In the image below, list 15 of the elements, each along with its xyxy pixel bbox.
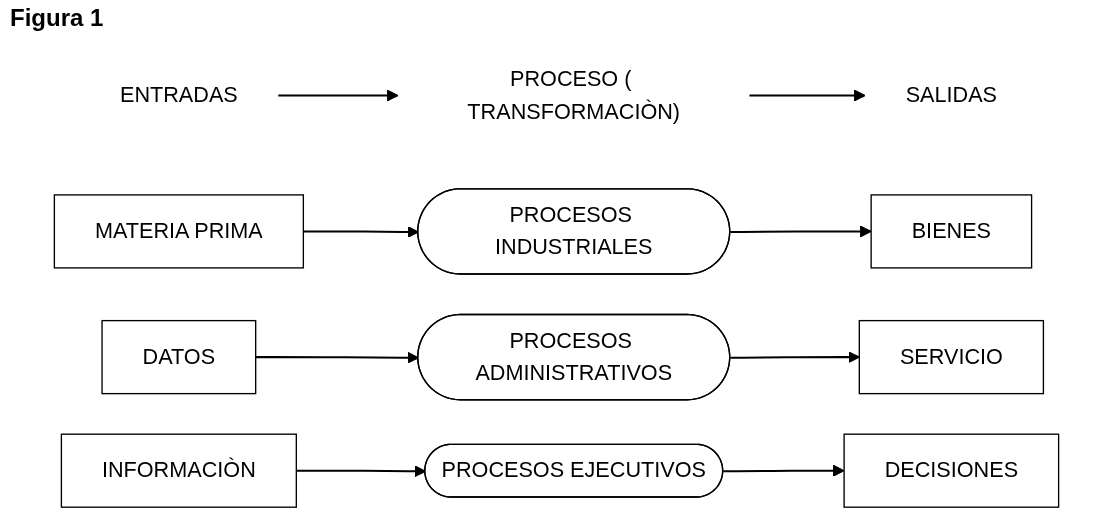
figure-title: Figura 1 [10, 4, 105, 32]
node-box: DATOS [101, 319, 257, 395]
node-box: MATERIA PRIMA [53, 194, 305, 269]
arrow [278, 89, 399, 102]
node-box: DECISIONES [843, 433, 1060, 508]
node-box: INFORMACIÒN [60, 433, 297, 508]
node-text: ENTRADAS [119, 83, 238, 107]
arrow [730, 225, 872, 238]
node-text: SALIDAS [905, 83, 998, 107]
arrow [723, 464, 845, 477]
node-box: SERVICIO [858, 319, 1045, 395]
arrow [749, 89, 866, 102]
arrow [730, 351, 860, 364]
node-box: BIENES [870, 194, 1033, 269]
node-text: PROCESO ( TRANSFORMACIÒN) [467, 67, 681, 123]
